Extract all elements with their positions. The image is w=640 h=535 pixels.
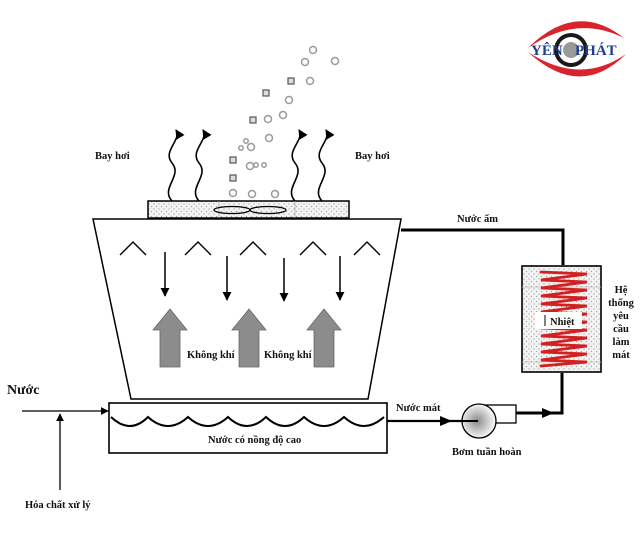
tower-body xyxy=(92,218,402,400)
droplets xyxy=(228,45,340,199)
air-arrow xyxy=(306,308,342,368)
cooling-system-line: cầu xyxy=(613,324,629,335)
vapor-arrow xyxy=(290,129,308,202)
label-pump: Bơm tuần hoàn xyxy=(452,447,522,458)
vapor-arrow xyxy=(317,129,335,202)
basin-water-surface xyxy=(110,415,385,427)
particles xyxy=(229,77,295,182)
falling-water-arrows xyxy=(160,252,345,302)
label-water-in: Nước xyxy=(7,383,39,398)
fan-deck xyxy=(147,200,350,219)
label-warm-water: Nước ấm xyxy=(457,214,498,225)
evaporation-arrows xyxy=(167,129,335,202)
label-chemicals: Hóa chất xử lý xyxy=(25,500,91,511)
cooling-system-line: thống xyxy=(608,298,634,309)
cooling-system-line: yêu xyxy=(613,311,629,322)
label-basin: Nước có nồng độ cao xyxy=(208,435,301,446)
logo-text-right: PHÁT xyxy=(575,42,617,59)
label-cooling-system: Hệ thống yêu cầu làm mát xyxy=(608,285,634,361)
logo-text-left: YÊN xyxy=(531,42,563,59)
label-heat: Nhiệt xyxy=(550,317,575,328)
vapor-arrow xyxy=(194,129,212,202)
label-evaporation-right: Bay hơi xyxy=(355,151,390,162)
logo-ring-top xyxy=(528,21,624,48)
label-evaporation-left: Bay hơi xyxy=(95,151,130,162)
heat-exchanger xyxy=(521,265,602,373)
label-cool-water: Nước mát xyxy=(396,403,441,414)
warm-water-line xyxy=(401,228,565,265)
cooling-system-line: mát xyxy=(612,350,630,361)
logo-eye-iris xyxy=(563,42,579,58)
label-air-1: Không khí xyxy=(187,350,236,361)
logo-ring-bottom xyxy=(528,52,626,77)
spray-nozzles xyxy=(119,241,381,256)
cooling-system-line: Hệ xyxy=(615,285,628,296)
circulation-pump xyxy=(461,403,517,439)
basin xyxy=(108,402,388,454)
label-air-2: Không khí xyxy=(264,350,313,361)
logo: YÊN PHÁT xyxy=(528,21,626,77)
cooling-system-line: làm xyxy=(613,337,630,348)
vapor-arrow xyxy=(167,129,185,202)
pump-return-line xyxy=(516,373,564,415)
air-arrow xyxy=(231,308,267,368)
air-arrow xyxy=(152,308,188,368)
fan-blade xyxy=(249,205,287,215)
air-arrows xyxy=(152,308,342,368)
